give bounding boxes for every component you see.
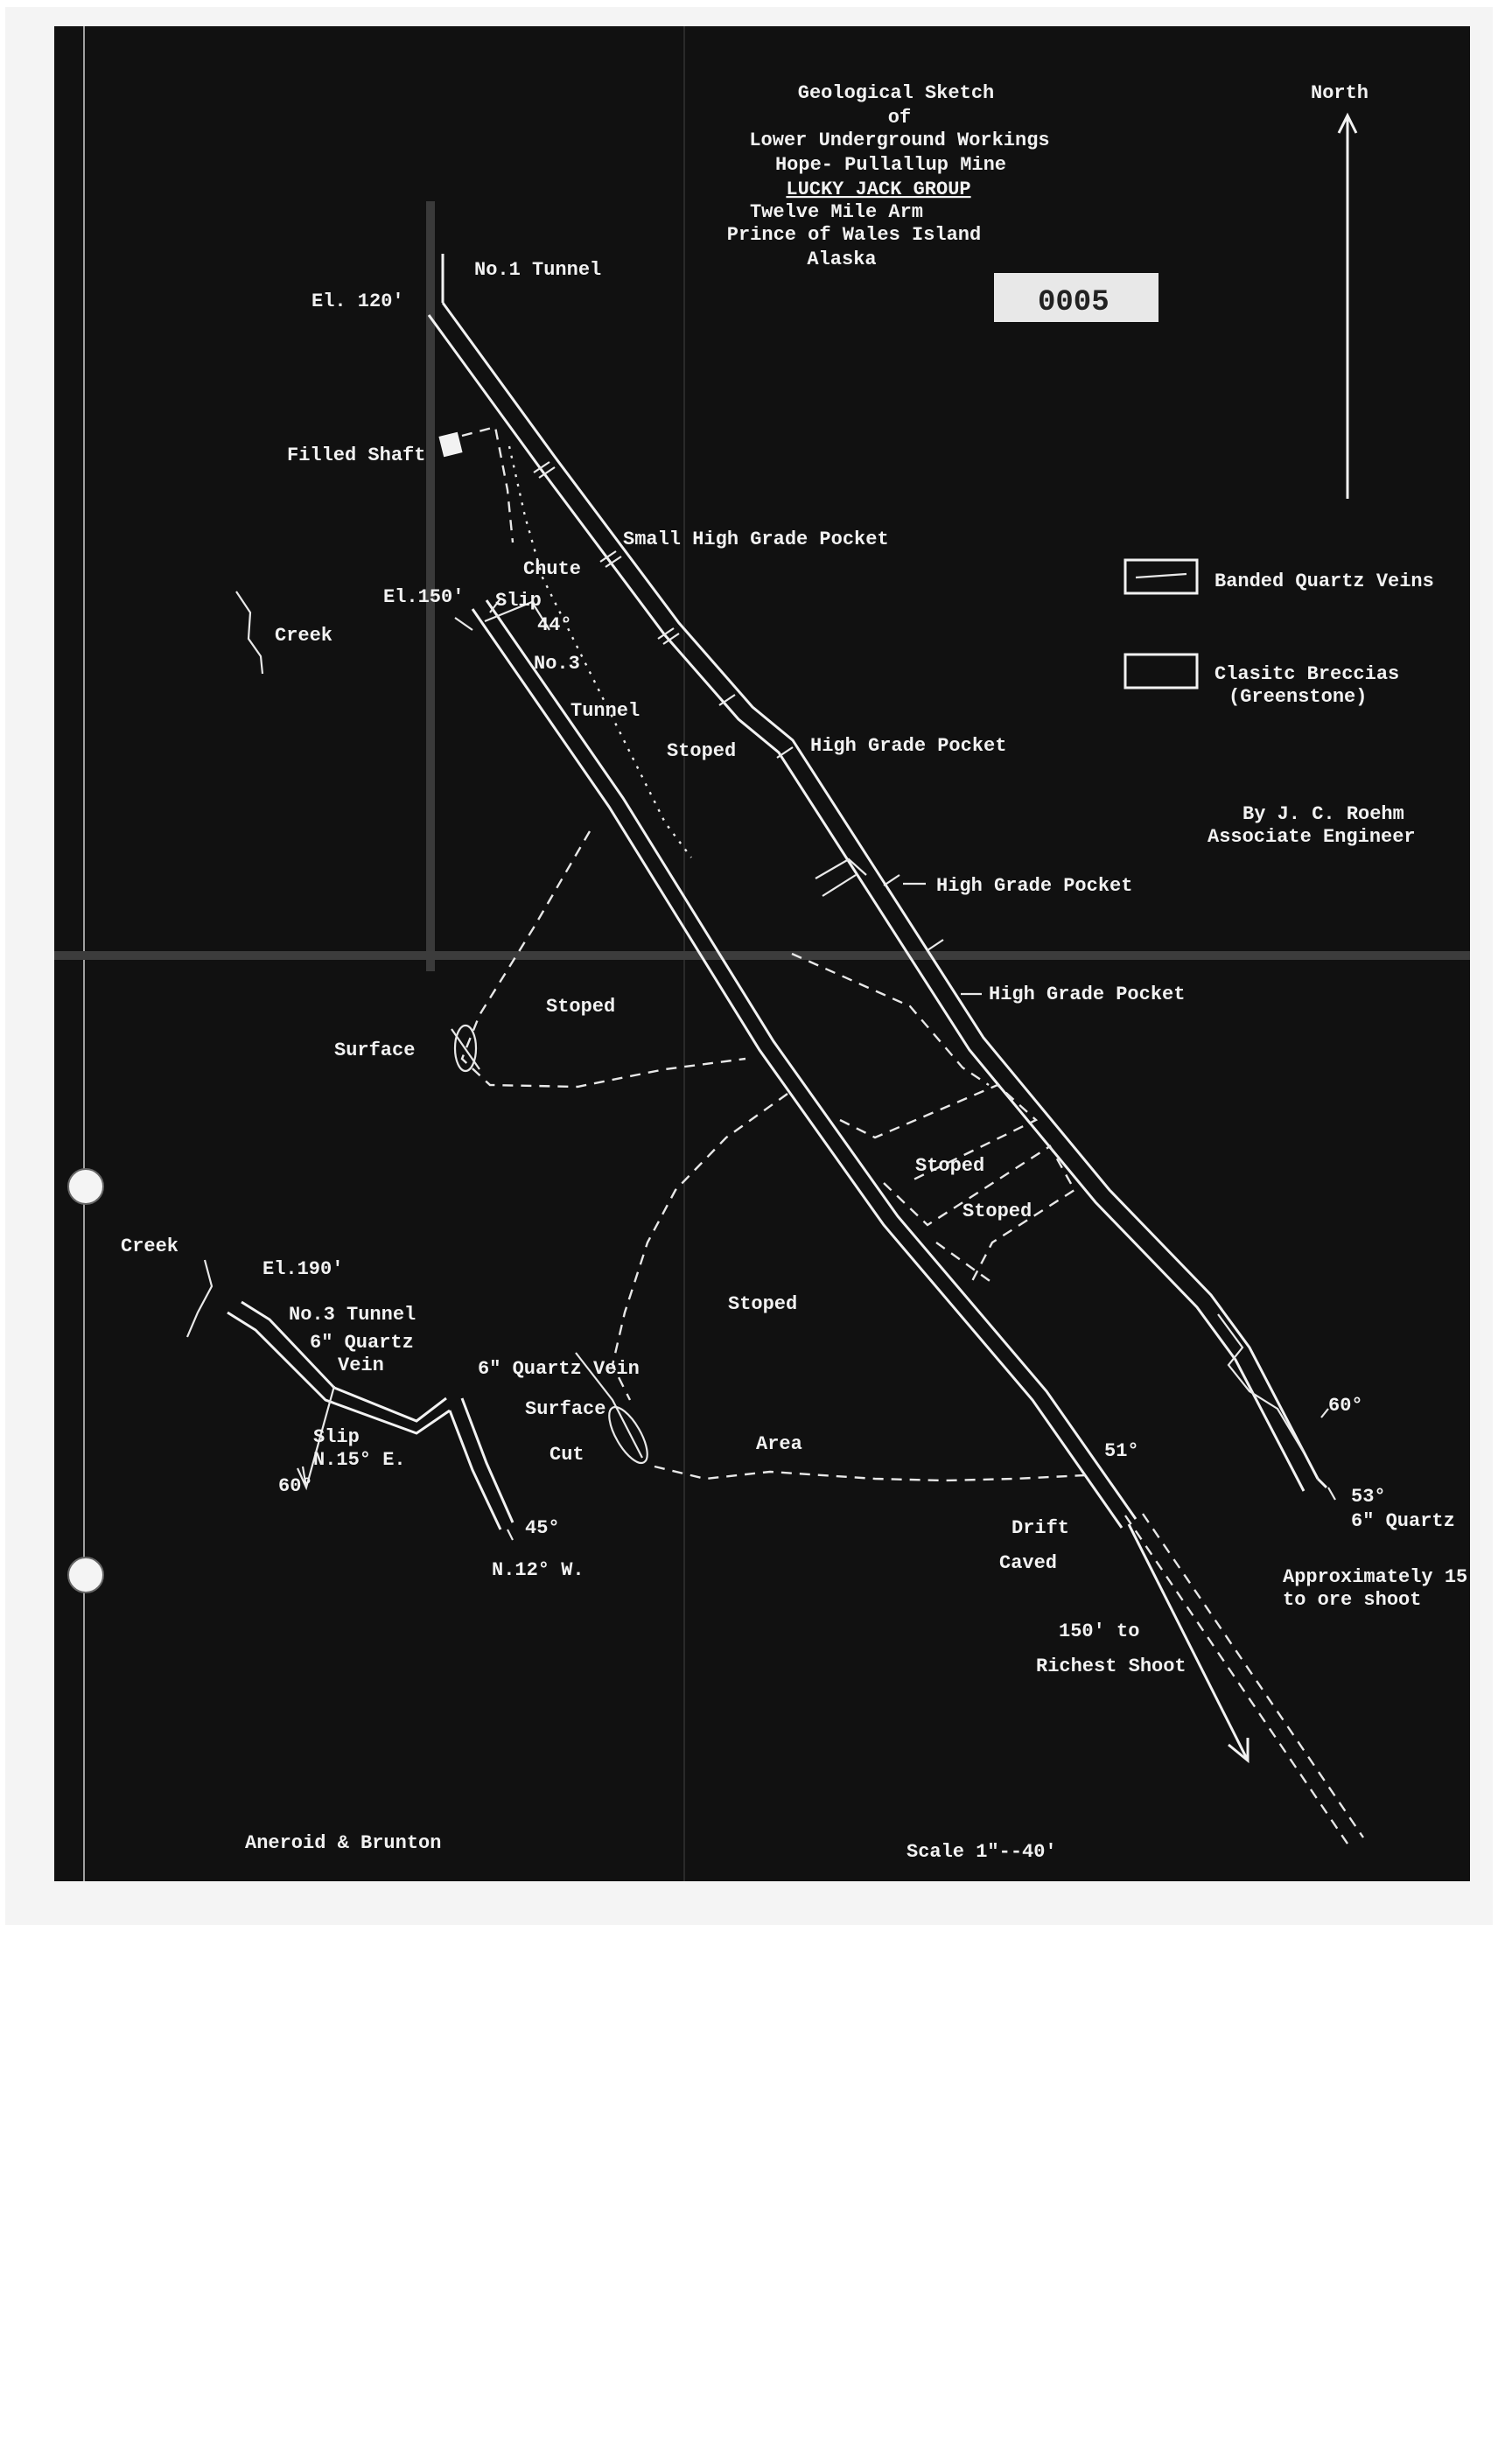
label-filled-shaft: Filled Shaft (287, 444, 425, 466)
label-chute: Chute (523, 558, 581, 580)
label-slip1-dip: 44° (537, 614, 572, 636)
label-stoped4: Stoped (962, 1200, 1032, 1222)
label-richest: Richest Shoot (1036, 1656, 1186, 1677)
label-tunnel3: No.3 Tunnel (289, 1304, 416, 1326)
label-dip45: 45° (525, 1517, 560, 1539)
label-vein-a: Vein (338, 1354, 384, 1376)
no1-tunnel (427, 254, 1328, 1492)
label-slip2-strike: N.15° E. (313, 1449, 406, 1471)
label-el150: El.150' (383, 586, 464, 608)
label-small-pocket: Small High Grade Pocket (623, 528, 889, 550)
label-hg-pocket2: High Grade Pocket (936, 875, 1132, 897)
label-drift: Drift (1012, 1517, 1069, 1539)
north-label: North (1311, 82, 1368, 104)
label-slip1: Slip (495, 590, 542, 612)
creek-upper (235, 591, 264, 675)
label-to150: 150' to (1059, 1620, 1139, 1642)
label-quartz6b: 6" Quartz Vein (478, 1358, 640, 1380)
label-hg-pocket1: High Grade Pocket (810, 735, 1006, 757)
title-line-6: Twelve Mile Arm (750, 201, 923, 223)
pocket-leaders (815, 858, 982, 996)
title-line-5: LUCKY JACK GROUP (786, 178, 970, 200)
legend-banded-swatch (1124, 558, 1199, 595)
label-stoped2: Stoped (546, 996, 615, 1018)
label-slip2: Slip (313, 1426, 360, 1448)
label-dip51: 51° (1104, 1440, 1139, 1462)
stamp-box (994, 273, 1158, 322)
footer-scale: Scale 1"--40' (906, 1841, 1057, 1863)
label-el190: El.190' (262, 1258, 343, 1280)
legend-banded-label: Banded Quartz Veins (1214, 570, 1434, 592)
richest-shoot-arrow (1124, 1513, 1364, 1847)
label-approx1: Approximately 15 (1283, 1566, 1467, 1588)
label-hg-pocket3: High Grade Pocket (989, 984, 1185, 1005)
slip-upper (484, 598, 550, 631)
surface-cut (575, 1352, 648, 1465)
binder-hole (67, 1557, 104, 1593)
label-tunnel: Tunnel (570, 700, 640, 722)
footer-method: Aneroid & Brunton (245, 1832, 441, 1854)
surface-pit-upper (453, 1024, 478, 1073)
vein-ticks (533, 461, 944, 951)
stope-outlines (460, 445, 1086, 1482)
label-stoped5: Stoped (728, 1293, 797, 1315)
label-creek1: Creek (275, 625, 332, 647)
label-dip60a: 60° (278, 1475, 313, 1497)
label-surface2: Surface (525, 1398, 606, 1420)
title-line-2: of (888, 107, 911, 129)
label-dip60b: 60° (1328, 1395, 1363, 1417)
label-approx2: to ore shoot (1283, 1589, 1421, 1611)
label-n12w: N.12° W. (492, 1559, 584, 1581)
title-line-3: Lower Underground Workings (749, 130, 1049, 151)
label-caved: Caved (999, 1552, 1057, 1574)
filled-shaft-marker (438, 425, 514, 543)
north-arrow (1337, 112, 1358, 499)
no1-end (1217, 1313, 1336, 1501)
label-stoped1: Stoped (667, 740, 736, 762)
author-title: Associate Engineer (1208, 826, 1416, 848)
label-quartz6a: 6" Quartz (310, 1332, 414, 1354)
label-el120: El. 120' (312, 290, 404, 312)
stamp-number: 0005 (1038, 286, 1110, 319)
title-line-1: Geological Sketch (798, 82, 994, 104)
lower-no3-tunnel (227, 1300, 514, 1541)
legend-clasitc-swatch (1124, 653, 1199, 690)
label-stoped3: Stoped (915, 1155, 984, 1177)
label-surface1: Surface (334, 1040, 415, 1061)
legend-clasitc-label: Clasitc Breccias (1214, 663, 1399, 685)
title-line-7: Prince of Wales Island (727, 224, 981, 246)
title-line-4: Hope- Pullallup Mine (775, 154, 1006, 176)
title-line-8: Alaska (807, 248, 876, 270)
no3-tunnel (454, 599, 1138, 1529)
label-quartz6c: 6" Quartz (1351, 1510, 1455, 1532)
label-no3: No.3 (534, 653, 580, 675)
legend-greenstone-label: (Greenstone) (1228, 686, 1367, 708)
label-area: Area (756, 1433, 802, 1455)
label-cut: Cut (550, 1444, 584, 1466)
creek-lower (186, 1259, 214, 1338)
label-creek2: Creek (121, 1236, 178, 1257)
binder-hole (67, 1168, 104, 1205)
label-dip53: 53° (1351, 1486, 1386, 1508)
label-tunnel1: No.1 Tunnel (474, 259, 601, 281)
legend (1124, 558, 1199, 690)
author-name: By J. C. Roehm (1242, 803, 1404, 825)
